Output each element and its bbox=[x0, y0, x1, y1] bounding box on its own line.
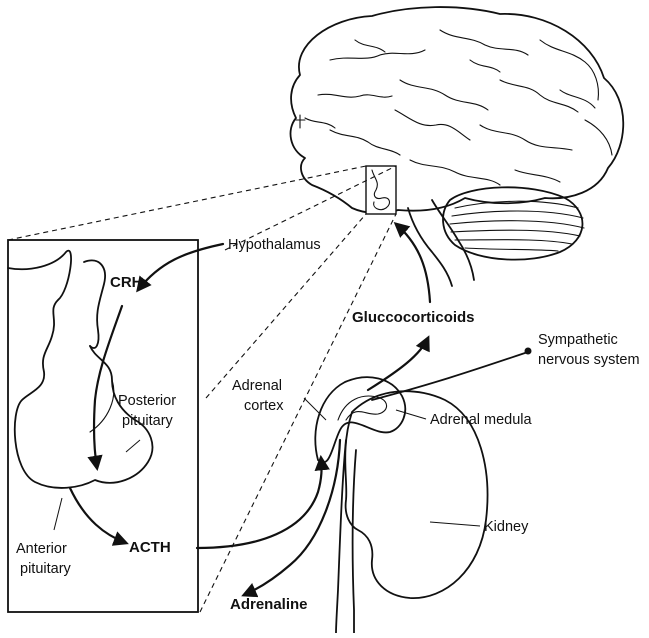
label-adrenal-cortex-1: Adrenal bbox=[232, 378, 282, 394]
label-adrenal-cortex-2: cortex bbox=[244, 398, 284, 414]
leader-adrenal-medula bbox=[396, 410, 426, 419]
arrow-adrenal-to-adrenaline bbox=[244, 440, 340, 595]
cerebrum-outline bbox=[290, 7, 623, 213]
label-kidney: Kidney bbox=[484, 519, 529, 535]
label-crh: CRH bbox=[110, 274, 143, 291]
arrow-adrenal-to-glucocorticoids bbox=[368, 338, 428, 390]
adrenal-medula-inner bbox=[338, 396, 387, 420]
brain-stem bbox=[408, 200, 474, 286]
renal-vessel-2 bbox=[353, 450, 356, 633]
adrenal-gland-outline bbox=[315, 377, 405, 462]
label-sympathetic-2: nervous system bbox=[538, 352, 640, 368]
label-glucocorticoids: Gluccocorticoids bbox=[352, 309, 475, 326]
label-adrenaline: Adrenaline bbox=[230, 596, 308, 613]
label-adrenal-medula: Adrenal medula bbox=[430, 412, 532, 428]
brain-illustration bbox=[290, 7, 623, 286]
brain-gyri bbox=[296, 30, 612, 185]
label-hypothalamus: Hypothalamus bbox=[228, 237, 321, 253]
label-posterior-pituitary-1: Posterior bbox=[118, 393, 176, 409]
label-acth: ACTH bbox=[129, 539, 171, 556]
label-anterior-pituitary-1: Anterior bbox=[16, 541, 67, 557]
label-anterior-pituitary-2: pituitary bbox=[20, 561, 72, 577]
leader-adrenal-cortex bbox=[304, 398, 326, 420]
cerebellum-folds bbox=[450, 201, 584, 251]
arrow-acth-to-adrenal bbox=[197, 458, 322, 548]
label-sympathetic-1: Sympathetic bbox=[538, 332, 618, 348]
arrow-glucocorticoids-to-brain bbox=[396, 224, 430, 302]
leader-kidney bbox=[430, 522, 480, 526]
sympathetic-nerve-dot bbox=[525, 348, 532, 355]
label-posterior-pituitary-2: pituitary bbox=[122, 413, 174, 429]
sympathetic-nerve bbox=[372, 352, 528, 400]
